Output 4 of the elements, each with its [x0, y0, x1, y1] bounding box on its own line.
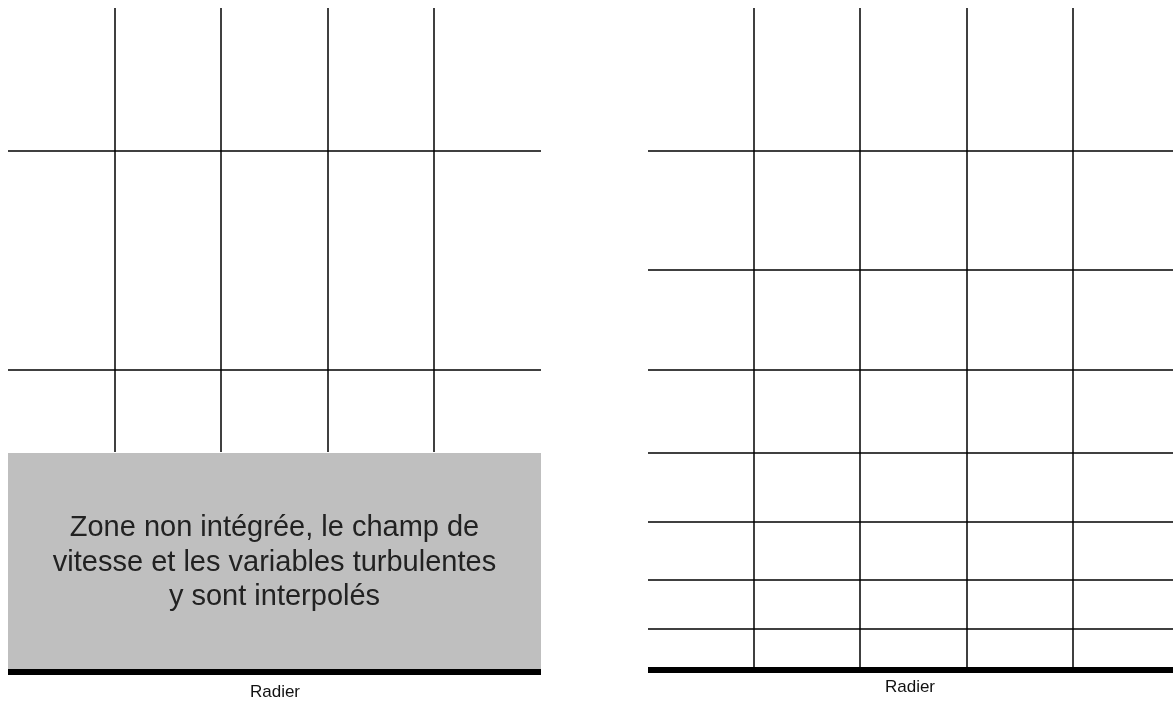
zone-text: Zone non intégrée, le champ de vitesse et les variables turbulentes y sont interpolés [51, 508, 498, 614]
shaded-zone [8, 453, 541, 669]
floor-label: Radier [884, 677, 936, 697]
floor-label: Radier [249, 682, 301, 702]
